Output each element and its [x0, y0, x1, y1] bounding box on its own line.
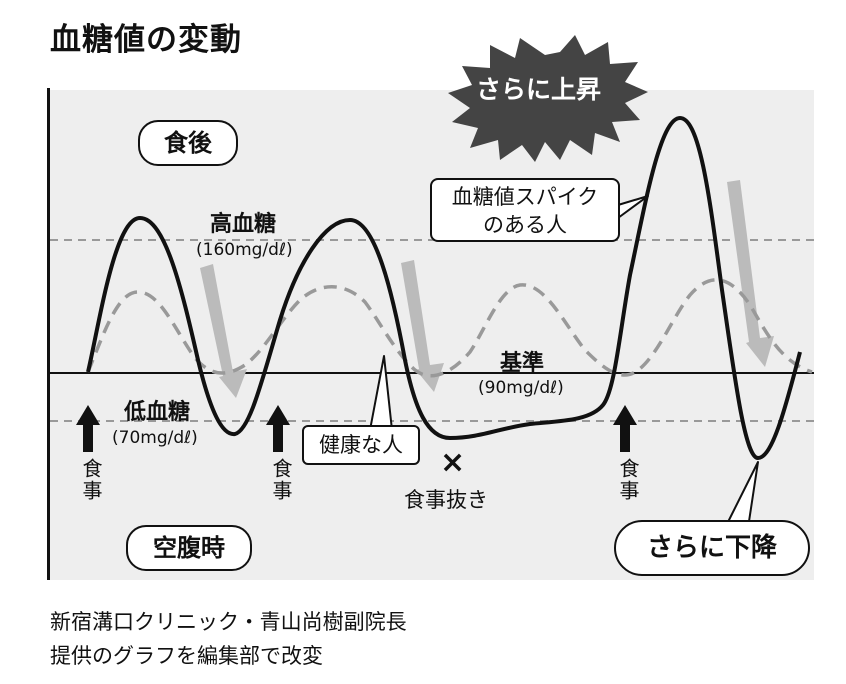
spike-person-callout: 血糖値スパイク のある人: [430, 178, 620, 242]
spike-person-line2: のある人: [483, 213, 567, 237]
low-value: (70mg/dℓ): [112, 428, 198, 448]
credit-line-2: 提供のグラフを編集部で改変: [50, 644, 323, 668]
high-label: 高血糖: [210, 212, 277, 237]
plot-area: [50, 90, 814, 580]
meal-label-1: 食事: [79, 458, 103, 502]
down-arrow-1: [200, 264, 247, 398]
meal-arrow-2: [266, 405, 290, 452]
spike-curve: [86, 115, 802, 461]
skip-meal-label: 食事抜き: [404, 488, 488, 512]
healthy-person-callout: 健康な人: [302, 425, 420, 465]
y-axis: [47, 88, 50, 580]
starburst-badge: [448, 35, 648, 162]
down-arrow-3: [727, 180, 774, 367]
down-arrow-2: [401, 260, 444, 392]
fasting-label: 空腹時: [126, 525, 252, 571]
rise-more-label: さらに上昇: [475, 75, 601, 104]
low-label: 低血糖: [124, 400, 191, 425]
baseline-label: 基準: [500, 351, 545, 376]
meal-arrows: [76, 405, 637, 452]
fall-more-label: さらに下降: [614, 520, 810, 576]
credit-line-1: 新宿溝口クリニック・青山尚樹副院長: [50, 610, 407, 634]
baseline-value: (90mg/dℓ): [478, 378, 564, 398]
meal-arrow-1: [76, 405, 100, 452]
spike-person-line1: 血糖値スパイク: [451, 185, 599, 209]
healthy-callout-tail: [369, 355, 393, 431]
down-arrows: [200, 180, 774, 398]
after-meal-label: 食後: [138, 120, 238, 166]
meal-label-2: 食事: [269, 458, 293, 502]
meal-label-3: 食事: [616, 458, 640, 502]
meal-arrow-3: [613, 405, 637, 452]
page-title: 血糖値の変動: [50, 22, 242, 58]
high-value: (160mg/dℓ): [196, 240, 293, 260]
skip-mark-icon: ×: [440, 445, 466, 480]
